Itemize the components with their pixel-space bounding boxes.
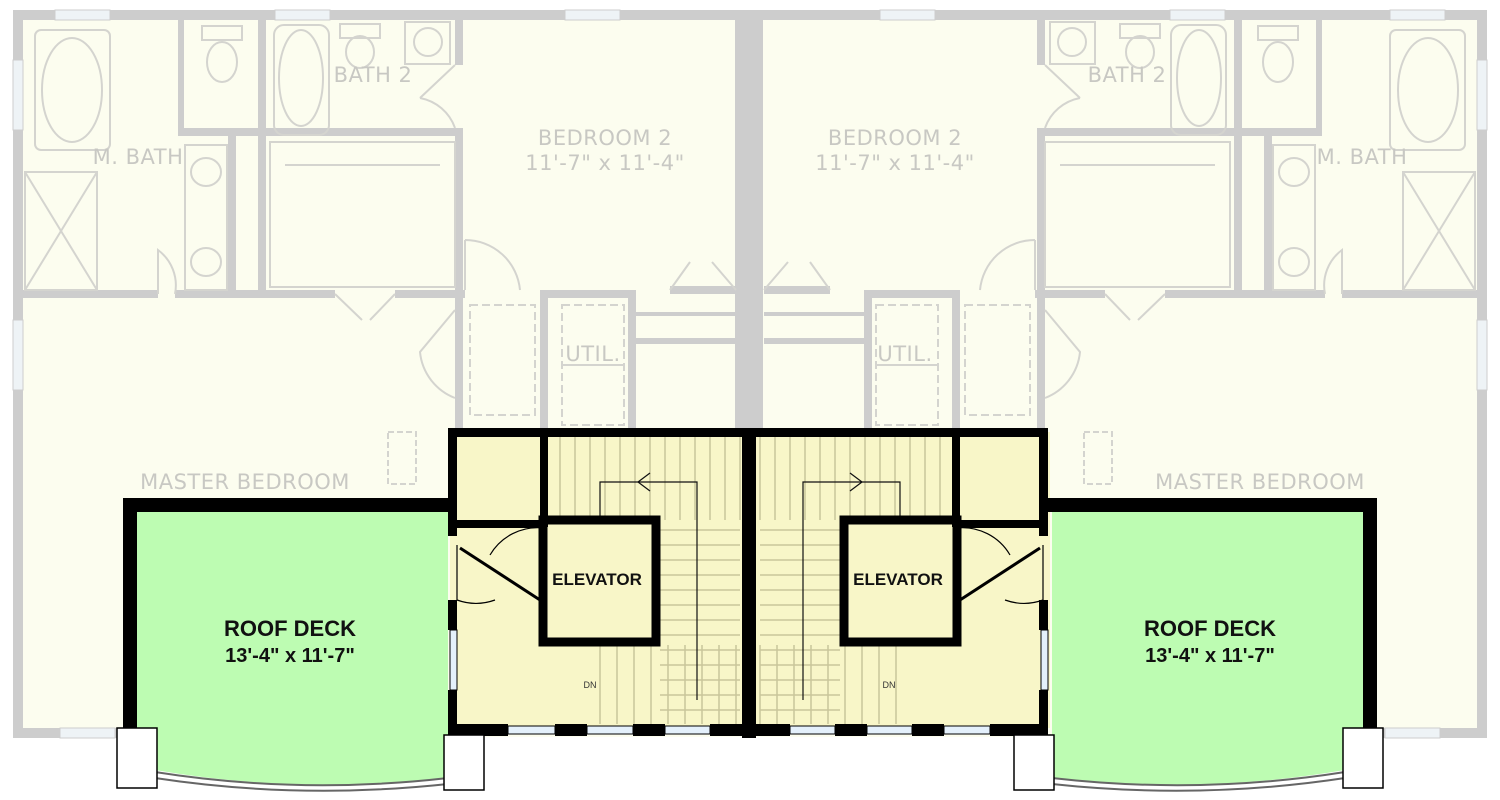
right-roof-deck-label: ROOF DECK (1144, 616, 1276, 641)
left-bedroom-2-size: 11'-7" x 11'-4" (525, 151, 684, 175)
roof-deck-edges (154, 771, 1346, 792)
left-master-bath-label: M. BATH (93, 145, 184, 169)
roof-deck-right-area (1052, 508, 1367, 785)
right-stair-down-label: DN (883, 680, 896, 690)
left-bedroom-2-label: BEDROOM 2 (538, 126, 672, 150)
stair-treads (559, 437, 941, 724)
dark-walls (123, 428, 1377, 738)
stair-arrow-right (802, 472, 901, 700)
right-master-bath-label: M. BATH (1317, 145, 1408, 169)
right-util-label: UTIL. (877, 342, 932, 366)
core-windows (449, 629, 1049, 735)
left-roof-deck-label: ROOF DECK (224, 616, 356, 641)
roof-deck-left-area (133, 508, 448, 785)
left-roof-deck-size: 13'-4" x 11'-7" (225, 645, 355, 667)
left-stair-down-label: DN (584, 680, 597, 690)
faded-windows (12, 9, 1488, 739)
elevator-shaft-right (839, 515, 962, 647)
elevator-shaft-left (538, 515, 661, 647)
faded-doors (157, 64, 1343, 399)
right-master-bedroom-label: MASTER BEDROOM (1155, 470, 1365, 494)
right-bedroom-2-label: BEDROOM 2 (828, 126, 962, 150)
left-elevator-label: ELEVATOR (552, 570, 642, 589)
faded-fixtures (24, 21, 1476, 485)
left-util-label: UTIL. (565, 342, 620, 366)
right-elevator-label: ELEVATOR (853, 570, 943, 589)
right-bath-2-label: BATH 2 (1088, 63, 1167, 87)
left-bath-2-label: BATH 2 (334, 63, 413, 87)
left-master-bedroom-label: MASTER BEDROOM (140, 470, 350, 494)
deck-posts (116, 727, 1384, 791)
right-bedroom-2-size: 11'-7" x 11'-4" (815, 151, 974, 175)
core-doors (456, 527, 1044, 604)
stair-arrow-left (599, 472, 698, 700)
right-roof-deck-size: 13'-4" x 11'-7" (1145, 645, 1275, 667)
